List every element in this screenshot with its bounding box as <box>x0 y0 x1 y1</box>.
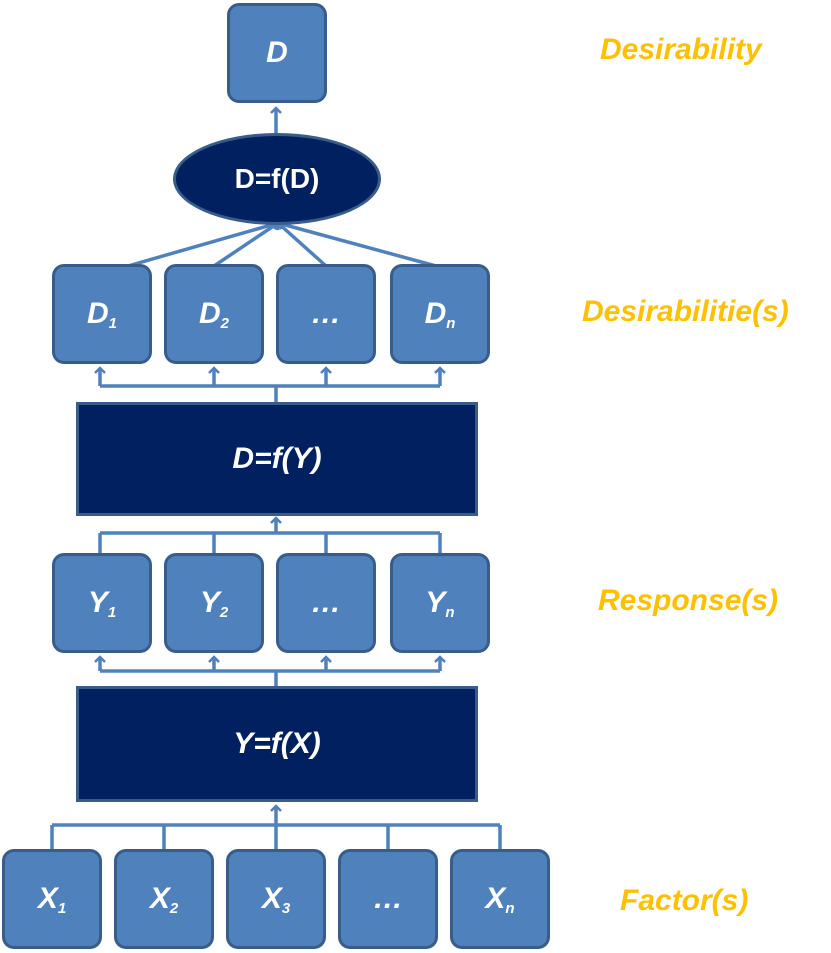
factor-item-1: X1 <box>2 849 102 949</box>
desirability-function-label: D=f(Y) <box>232 442 322 475</box>
response-function-box: Y=f(X) <box>76 686 478 802</box>
factor-item-label: Xn <box>485 881 515 917</box>
desirability-item-label: D1 <box>86 296 117 332</box>
desirability-item-2: D2 <box>164 264 264 364</box>
factor-item-label: … <box>373 881 403 915</box>
response-item-label: Yn <box>425 585 455 621</box>
desirability-item-label: Dn <box>424 296 456 332</box>
factor-item-n: Xn <box>450 849 550 949</box>
factor-item-3: X3 <box>226 849 326 949</box>
factor-item-ellipsis: … <box>338 849 438 949</box>
desirability-function-box: D=f(Y) <box>76 402 478 516</box>
factor-item-label: X3 <box>261 881 291 917</box>
response-item-label: Y2 <box>199 585 229 621</box>
response-item-label: … <box>311 585 341 619</box>
desirability-item-1: D1 <box>52 264 152 364</box>
label-desirability: Desirability <box>600 33 762 66</box>
response-item-1: Y1 <box>52 553 152 653</box>
desirability-box-label: D <box>266 36 288 69</box>
label-desirabilities: Desirabilitie(s) <box>582 295 789 328</box>
desirability-item-label: D2 <box>198 296 229 332</box>
label-factors: Factor(s) <box>620 884 749 917</box>
factor-item-label: X2 <box>149 881 179 917</box>
desirability-box: D <box>227 3 327 103</box>
response-item-label: Y1 <box>87 585 117 621</box>
aggregate-function-ellipse: D=f(D) <box>173 133 381 225</box>
desirability-item-ellipsis: … <box>276 264 376 364</box>
response-item-ellipsis: … <box>276 553 376 653</box>
response-item-n: Yn <box>390 553 490 653</box>
desirability-item-n: Dn <box>390 264 490 364</box>
desirability-item-label: … <box>311 296 341 330</box>
label-responses: Response(s) <box>598 584 779 617</box>
response-function-label: Y=f(X) <box>233 727 321 760</box>
aggregate-function-label: D=f(D) <box>234 163 320 194</box>
factor-item-2: X2 <box>114 849 214 949</box>
factor-item-label: X1 <box>37 881 67 917</box>
response-item-2: Y2 <box>164 553 264 653</box>
